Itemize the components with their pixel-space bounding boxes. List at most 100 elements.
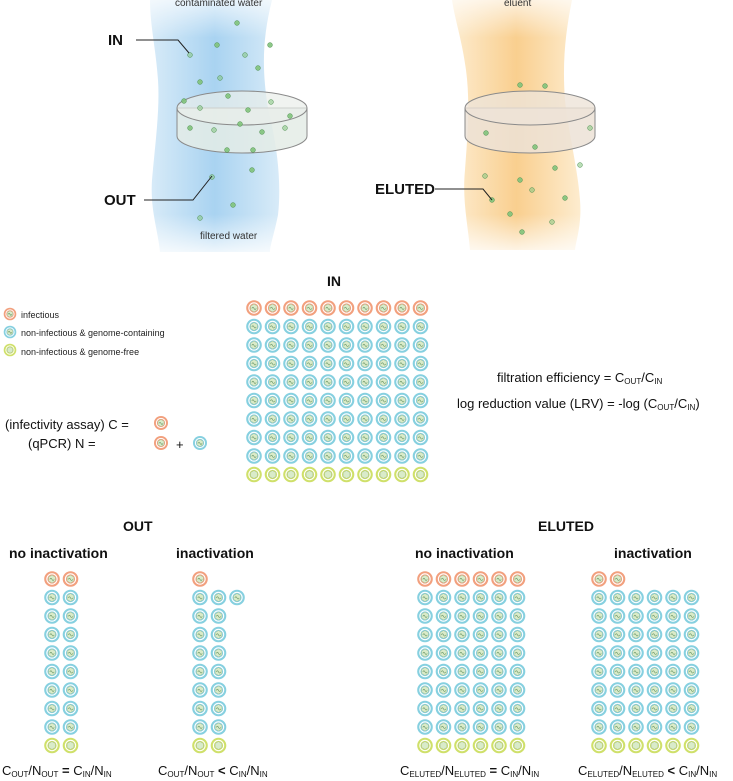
virus-genome [609,700,626,717]
legend-genome-label: non-infectious & genome-containing [21,328,165,338]
virus-genome [609,626,626,643]
virus-genome [320,337,336,353]
stream-particle [242,52,248,58]
virus-genome [417,682,433,698]
virus-genome [357,337,373,353]
stream-particle [268,99,274,105]
stream-particle [507,211,513,217]
virus-infectious [472,571,489,587]
virus-genome [591,608,607,624]
virus-genome [435,700,452,717]
virus-genome [591,589,607,606]
virus-genome [62,645,79,661]
virus-genome [472,645,489,661]
virus-genome [283,337,299,353]
virus-genome [283,355,299,372]
virus-genome [357,318,373,335]
virus-genome [591,626,607,643]
virus-infectious [491,571,507,587]
virus-genome [62,589,79,606]
virus-genome [435,608,452,624]
panel-grid-0 [44,571,79,754]
virus-genome [62,719,79,735]
virus-genome [628,645,644,661]
virus-free [283,466,299,483]
virus-genome [454,626,470,643]
virus-genome [491,589,507,606]
virus-genome [394,318,410,335]
stream-particle [230,202,236,208]
virus-genome [491,645,507,661]
virus-free [509,737,526,754]
legend-free-label: non-infectious & genome-free [21,347,140,357]
virus-genome [417,700,433,717]
virus-genome [646,645,663,661]
virus-genome [509,645,526,661]
virus-genome [665,589,681,606]
in-grid-title: IN [327,273,341,289]
virus-infectious [301,300,318,316]
virus-genome [283,318,299,335]
virus-genome [283,429,299,446]
stream-particle [245,107,251,113]
plus-sign: + [176,437,184,452]
assay-n-infectious-swatch [154,436,168,450]
virus-genome [628,626,644,643]
virus-genome [628,700,644,717]
virus-genome [412,392,429,409]
virus-free [646,737,663,754]
virus-genome [646,589,663,606]
virus-genome [412,318,429,335]
virus-infectious [264,300,281,316]
infectivity-assay-label: (infectivity assay) C = [5,417,129,432]
panel-eluted-inactivation-title: inactivation [614,545,692,561]
eluted-leader [435,188,493,201]
virus-genome [435,626,452,643]
virus-genome [435,682,452,698]
virus-genome [264,355,281,372]
virus-genome [665,645,681,661]
virus-genome [591,700,607,717]
qpcr-label: (qPCR) N = [28,436,96,451]
virus-genome [646,719,663,735]
stream-particle [529,187,535,193]
virus-genome [412,411,429,427]
virus-genome [301,355,318,372]
leader-lines [136,39,493,201]
virus-genome [62,608,79,624]
virus-genome [509,700,526,717]
virus-free [210,737,227,754]
virus-genome [665,700,681,717]
virus-genome [246,411,262,427]
assay-n-genome-swatch [193,436,207,450]
stream-particle [187,52,193,58]
virus-genome [192,700,208,717]
stream-particle [211,127,217,133]
eluent-label: eluent [504,0,532,9]
virus-free [417,737,433,754]
stream-particle [267,42,273,48]
panel-grid-3 [591,571,700,754]
virus-genome [454,682,470,698]
stream-particle [549,219,555,225]
virus-genome [246,374,262,390]
virus-genome [683,589,700,606]
stream-particle [552,165,558,171]
stream-particle [197,215,203,221]
virus-genome [320,374,336,390]
virus-genome [246,448,262,464]
panel-grid-1 [192,571,245,754]
virus-genome [301,392,318,409]
virus-genome [683,663,700,680]
virus-genome [683,645,700,661]
stream-particle [237,121,243,127]
virus-free [609,737,626,754]
virus-infectious [417,571,433,587]
virus-genome [210,682,227,698]
virus-genome [338,411,355,427]
virus-genome [301,374,318,390]
stream-particle [255,65,261,71]
virus-infectious [192,571,208,587]
stream-particle [482,173,488,179]
stream-particle [234,20,240,26]
